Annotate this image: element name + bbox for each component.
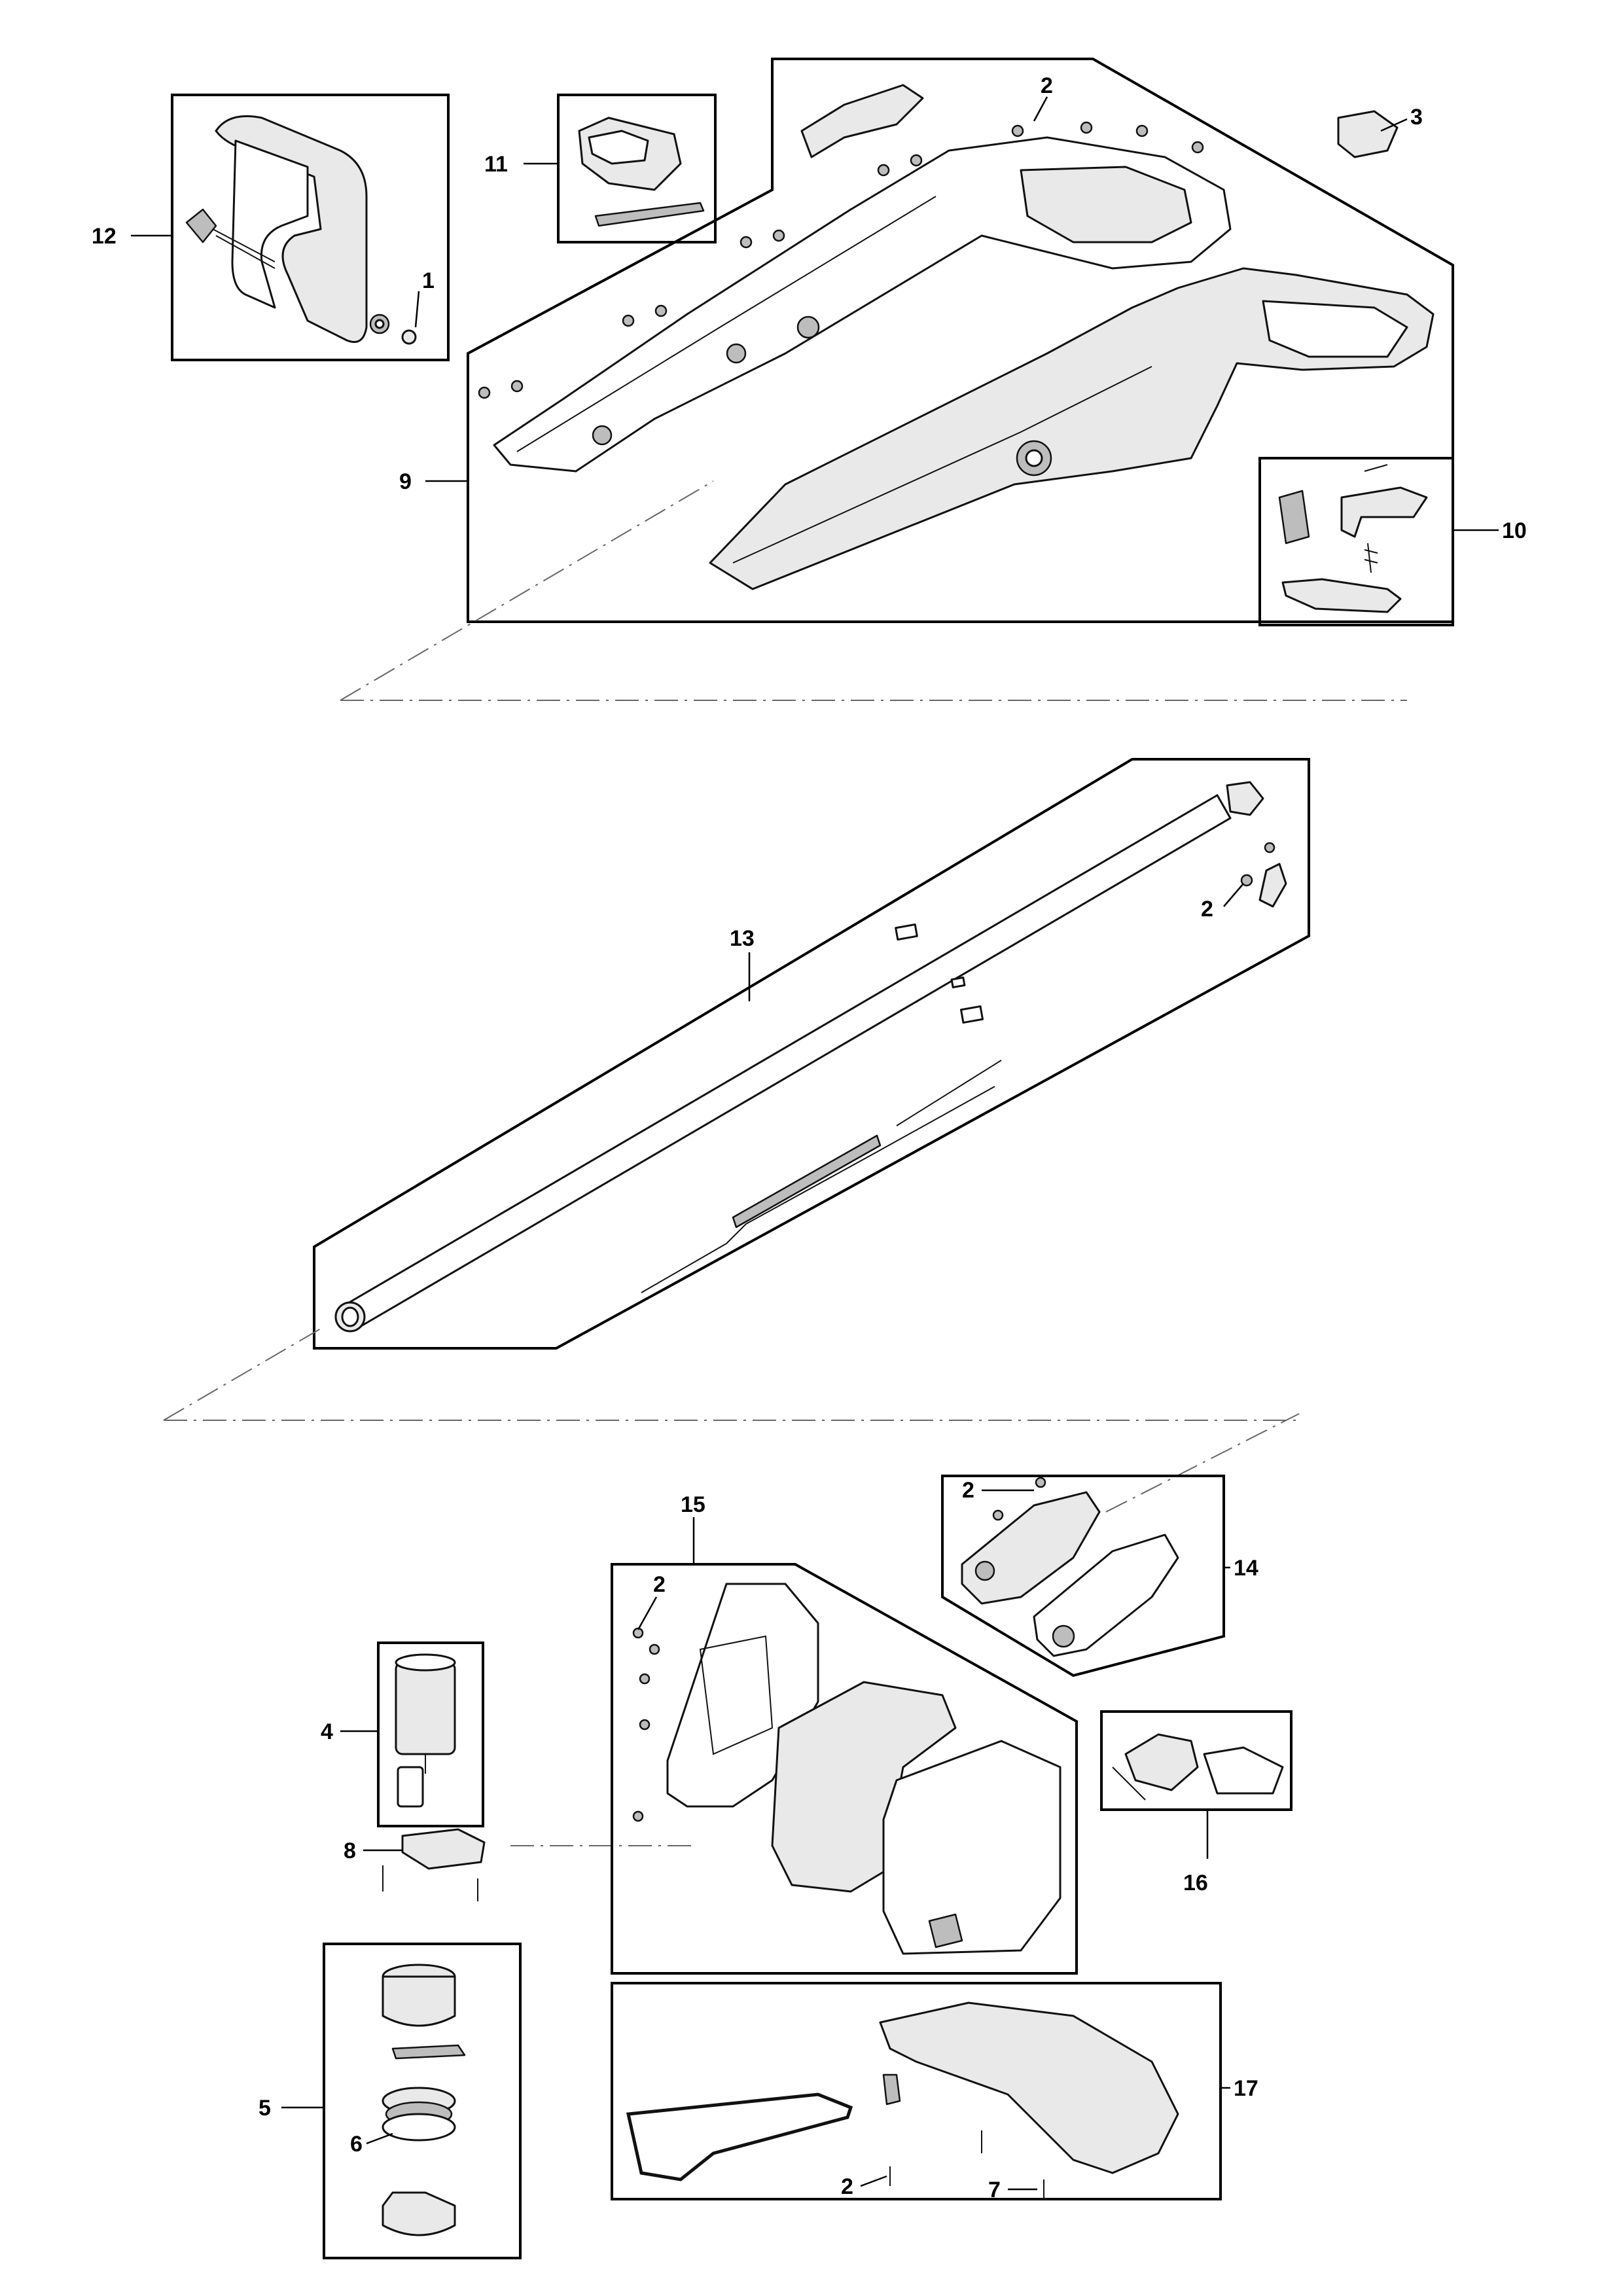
callout-1: 1 — [422, 268, 435, 293]
callout-11: 11 — [484, 152, 508, 177]
callout-4: 4 — [321, 1719, 333, 1744]
screws-group-9 — [478, 121, 1204, 399]
part-3-connector — [1337, 110, 1399, 158]
callout-7: 7 — [988, 2178, 1001, 2202]
part-8-mounting-plate — [382, 1828, 486, 1901]
part-group-17-guard — [611, 1982, 1222, 2200]
callout-12: 12 — [92, 224, 116, 249]
callout-labels: 12 1 11 2 3 9 10 13 2 2 14 15 2 4 8 16 5… — [92, 73, 1527, 2202]
leader-lines — [131, 96, 1499, 2191]
part-group-10-trigger — [1258, 457, 1454, 626]
part-group-9-main-housing — [467, 58, 1454, 623]
callout-8: 8 — [344, 1839, 356, 1863]
part-group-5-spool — [323, 1943, 522, 2259]
callout-16: 16 — [1183, 1871, 1208, 1895]
callout-10: 10 — [1502, 518, 1527, 543]
callout-2-bracket: 2 — [962, 1478, 974, 1503]
part-group-12-front-handle — [171, 94, 450, 361]
callout-2-guard: 2 — [841, 2174, 853, 2199]
callout-9: 9 — [399, 469, 412, 494]
callout-14: 14 — [1234, 1556, 1258, 1581]
part-group-16-switch — [1100, 1710, 1293, 1811]
part-group-11 — [557, 94, 717, 243]
callout-15: 15 — [681, 1492, 705, 1517]
callout-2-shaft: 2 — [1201, 897, 1213, 922]
part-group-14-bracket — [941, 1475, 1225, 1677]
callout-2-top: 2 — [1041, 73, 1053, 98]
callout-17: 17 — [1234, 2076, 1258, 2101]
part-group-4-motor — [377, 1641, 484, 1827]
callout-13: 13 — [730, 926, 755, 951]
callout-6: 6 — [350, 2132, 363, 2157]
callout-2-housing: 2 — [653, 1572, 666, 1597]
callout-3: 3 — [1410, 105, 1423, 130]
callout-5: 5 — [259, 2096, 271, 2121]
part-group-13-shaft — [313, 758, 1310, 1350]
part-group-15-motor-housing — [611, 1563, 1078, 1975]
